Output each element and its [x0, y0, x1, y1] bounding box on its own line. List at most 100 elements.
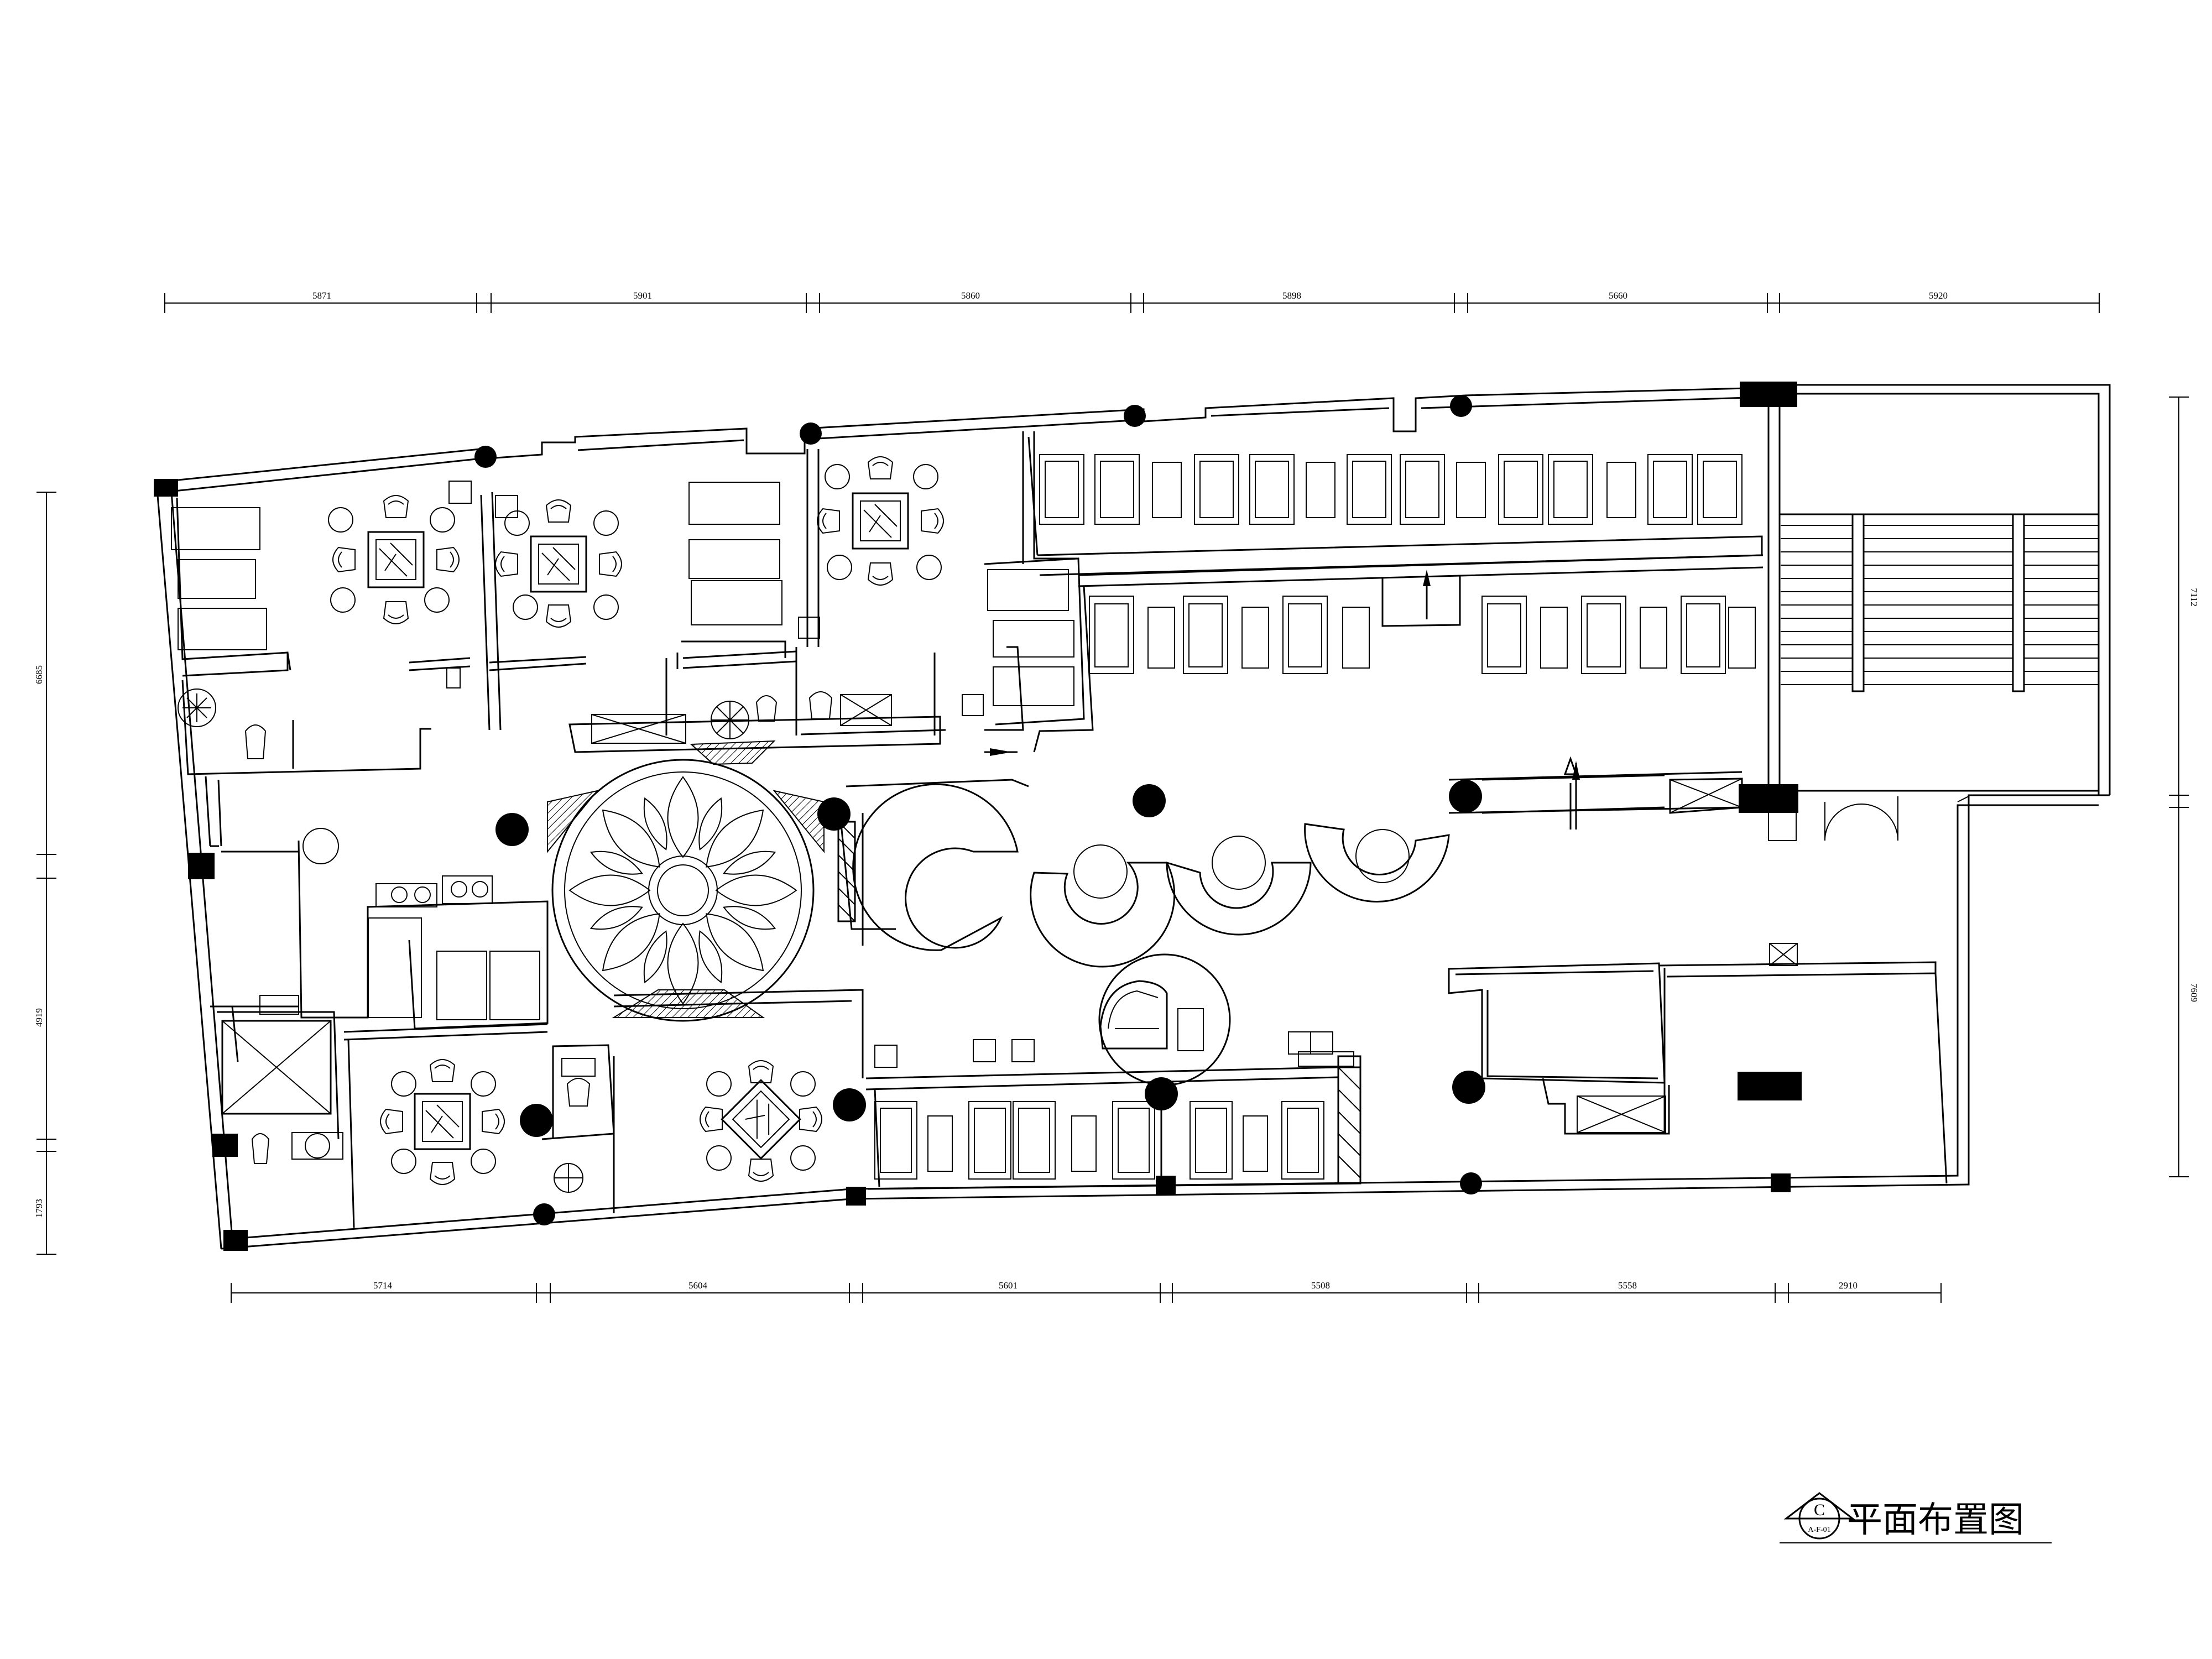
medallion-petal: [602, 809, 660, 868]
column: [1133, 784, 1166, 817]
medallion-petal-inner: [723, 906, 776, 930]
booth-table: [1540, 607, 1568, 669]
booth-seat: [1498, 454, 1543, 525]
booth-table: [1241, 607, 1269, 669]
staircase: [1768, 513, 2099, 841]
booth-seat: [1681, 596, 1726, 674]
booth-table: [1606, 462, 1636, 518]
medallion-petal-inner: [723, 851, 776, 875]
booth-seat: [1183, 596, 1228, 674]
booth-table: [1071, 1115, 1097, 1172]
dim-bottom-5: 5558: [1618, 1280, 1637, 1291]
booth-seat: [1548, 454, 1593, 525]
booth-seat: [1281, 1101, 1324, 1180]
medallion-petal: [667, 922, 699, 1005]
medallion-petal-inner: [589, 851, 643, 875]
drawing-title-block: C A-F-01 平面布置图: [1780, 1492, 2052, 1543]
dim-top-5: 5660: [1609, 290, 1627, 301]
dim-left-2: 4919: [34, 1008, 44, 1027]
booth-table: [1728, 607, 1756, 669]
booth-seat: [1282, 596, 1328, 674]
dim-top-3: 5860: [961, 290, 980, 301]
booth-table: [1306, 462, 1335, 518]
dim-left-1: 6685: [34, 665, 44, 684]
column: [800, 422, 822, 445]
column: [533, 1203, 555, 1225]
booth-seat: [1481, 596, 1527, 674]
column: [1124, 405, 1146, 427]
booth-seat: [1581, 596, 1626, 674]
dim-top-1: 5871: [312, 290, 331, 301]
dim-left-3: 1793: [34, 1199, 44, 1218]
service-counter: [568, 691, 941, 765]
booth-seat: [1089, 596, 1134, 674]
column: [223, 1230, 248, 1251]
dim-bottom-1: 5714: [373, 1280, 393, 1291]
column: [212, 1134, 238, 1157]
section-symbol-letter: C: [1814, 1501, 1825, 1519]
column: [1452, 1071, 1485, 1104]
column: [1739, 784, 1798, 813]
curved-booths: [837, 756, 1743, 968]
dim-right-2: 7609: [2189, 983, 2199, 1002]
booth-table: [1640, 607, 1667, 669]
medallion-petal-inner: [698, 797, 723, 851]
private-room-1: [171, 481, 587, 775]
column: [154, 479, 178, 497]
column: [1740, 382, 1797, 407]
direction-arrows: [984, 570, 1580, 830]
booth-seat: [1013, 1101, 1056, 1180]
booth-seat: [1039, 454, 1084, 525]
booth-seat: [1697, 454, 1743, 525]
booth-seat: [968, 1101, 1011, 1180]
private-room-5: [541, 989, 864, 1213]
private-room-4: [343, 1023, 548, 1228]
booth-table: [927, 1115, 953, 1172]
medallion-petal-inner: [643, 797, 667, 851]
medallion-petal: [706, 809, 764, 868]
dimension-ticks: [36, 293, 2189, 1303]
medallion-petal: [667, 776, 699, 858]
medallion-petal: [568, 874, 651, 906]
column: [520, 1104, 553, 1137]
booth-table: [1342, 607, 1370, 669]
left-lobby: [205, 776, 549, 1164]
piano-stage: [1098, 953, 1231, 1086]
dim-bottom-3: 5601: [999, 1280, 1018, 1291]
booth-rows: [1027, 436, 1764, 753]
column: [1450, 395, 1472, 417]
column: [495, 813, 529, 846]
drawing-title: 平面布置图: [1847, 1500, 2024, 1541]
booth-table: [1456, 462, 1486, 518]
booth-table: [1152, 462, 1182, 518]
private-room-3: [798, 431, 1085, 735]
booth-seat: [1190, 1101, 1233, 1180]
booth-seat: [874, 1101, 917, 1180]
dim-bottom-6: 2910: [1839, 1280, 1858, 1291]
medallion-petal-inner: [698, 930, 723, 984]
booth-seat: [1400, 454, 1445, 525]
booth-seat: [1112, 1101, 1155, 1180]
dim-right-1: 7112: [2189, 588, 2199, 606]
medallion-petal-inner: [643, 930, 667, 984]
booth-seat: [1647, 454, 1693, 525]
medallion-petal-inner: [589, 906, 643, 930]
dim-top-2: 5901: [633, 290, 652, 301]
dim-top-4: 5898: [1282, 290, 1301, 301]
column: [474, 446, 497, 468]
booth-table: [1147, 607, 1175, 669]
booth-seat: [1347, 454, 1392, 525]
booth-seat: [1194, 454, 1239, 525]
medallion-petal: [715, 874, 797, 906]
booth-table: [1243, 1115, 1268, 1172]
medallion-petal: [706, 913, 764, 972]
bar-counter: [1448, 943, 1948, 1184]
private-room-2: [495, 449, 820, 735]
column: [1460, 1172, 1482, 1194]
column: [1771, 1173, 1791, 1192]
booth-seat: [1094, 454, 1140, 525]
section-symbol-ref: A-F-01: [1808, 1526, 1830, 1534]
dim-bottom-4: 5508: [1311, 1280, 1330, 1291]
column: [188, 853, 215, 879]
